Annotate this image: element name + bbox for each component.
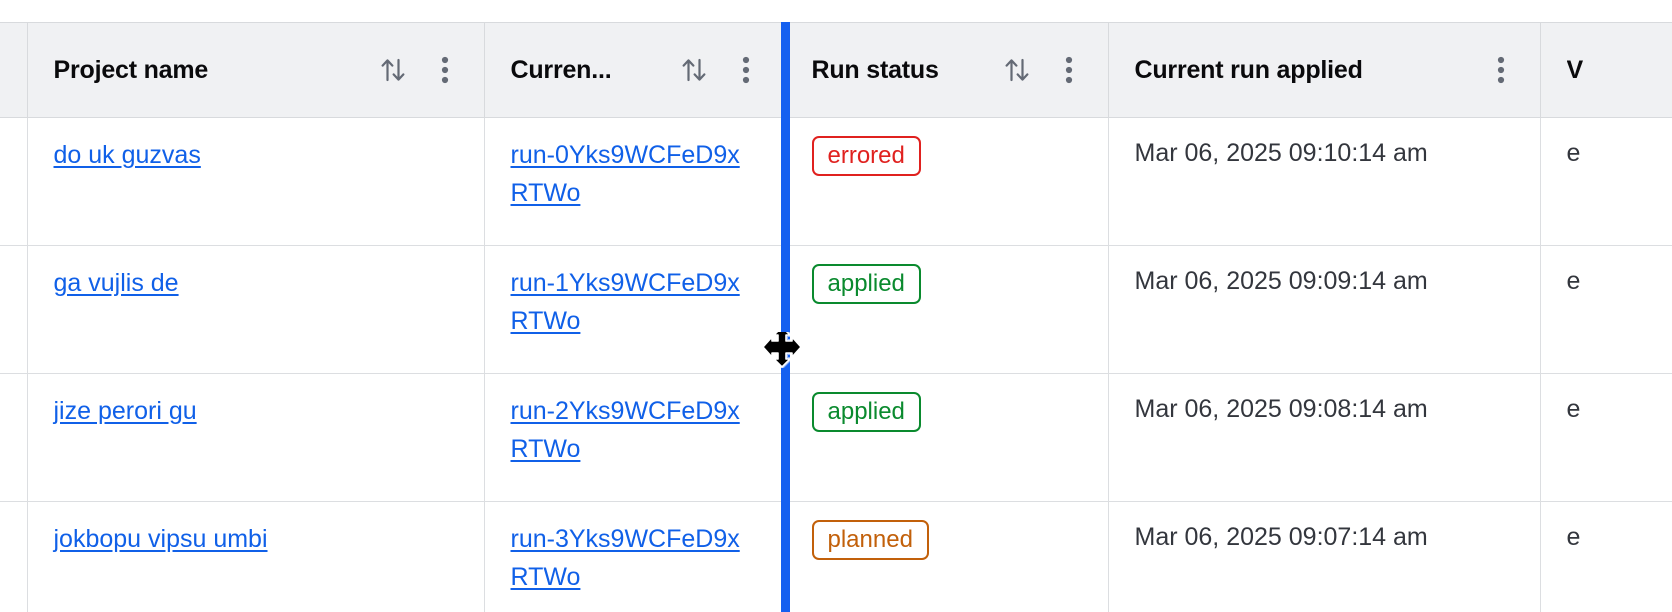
table-row[interactable]: jokbopu vipsu umbi run-3Yks9WCFeD9xRTWo … xyxy=(0,501,1672,612)
project-name-link[interactable]: ga vujlis de xyxy=(53,269,179,297)
vcs-text: e xyxy=(1566,395,1581,423)
current-run-link[interactable]: run-0Yks9WCFeD9xRTWo xyxy=(510,141,740,207)
cell-current-run-applied: Mar 06, 2025 09:08:14 am xyxy=(1108,373,1541,502)
current-run-applied-text: Mar 06, 2025 09:07:14 am xyxy=(1134,523,1428,551)
cell-vcs: e xyxy=(1540,245,1672,374)
cell-vcs: e xyxy=(1540,501,1672,612)
cell-vcs: e xyxy=(1540,373,1672,502)
project-name-link[interactable]: jize perori gu xyxy=(53,397,197,425)
column-header-vcs[interactable]: V xyxy=(1540,22,1672,118)
cell-current-run-applied: Mar 06, 2025 09:10:14 am xyxy=(1108,117,1541,246)
cell-project-name: do uk guzvas xyxy=(27,117,485,246)
current-run-link[interactable]: run-3Yks9WCFeD9xRTWo xyxy=(510,525,740,591)
header-row: Project name xyxy=(0,22,1672,118)
sort-icon[interactable] xyxy=(677,50,711,90)
vcs-text: e xyxy=(1566,139,1581,167)
current-run-applied-text: Mar 06, 2025 09:08:14 am xyxy=(1134,395,1428,423)
column-menu-icon[interactable] xyxy=(1484,50,1518,90)
table-row[interactable]: jize perori gu run-2Yks9WCFeD9xRTWo appl… xyxy=(0,373,1672,502)
column-header-label-current-run: Curren... xyxy=(510,55,612,84)
cell-current-run: run-1Yks9WCFeD9xRTWo xyxy=(484,245,786,374)
projects-table: Project name xyxy=(0,22,1672,612)
cell-current-run: run-3Yks9WCFeD9xRTWo xyxy=(484,501,786,612)
status-badge: applied xyxy=(811,264,921,304)
table-header: Project name xyxy=(0,22,1672,118)
current-run-link[interactable]: run-2Yks9WCFeD9xRTWo xyxy=(510,397,740,463)
row-select-cell[interactable] xyxy=(0,117,28,246)
cell-current-run: run-0Yks9WCFeD9xRTWo xyxy=(484,117,786,246)
cell-run-status: applied xyxy=(785,245,1109,374)
current-run-link[interactable]: run-1Yks9WCFeD9xRTWo xyxy=(510,269,740,335)
row-select-cell[interactable] xyxy=(0,373,28,502)
table-body: do uk guzvas run-0Yks9WCFeD9xRTWo errore… xyxy=(0,117,1672,612)
table-scroll-region[interactable]: Project name xyxy=(0,22,1672,612)
project-name-link[interactable]: jokbopu vipsu umbi xyxy=(53,525,268,553)
sort-icon[interactable] xyxy=(376,50,410,90)
column-header-current-run-applied[interactable]: Current run applied xyxy=(1108,22,1541,118)
cell-current-run-applied: Mar 06, 2025 09:07:14 am xyxy=(1108,501,1541,612)
cell-project-name: ga vujlis de xyxy=(27,245,485,374)
row-select-cell[interactable] xyxy=(0,245,28,374)
cell-current-run-applied: Mar 06, 2025 09:09:14 am xyxy=(1108,245,1541,374)
cell-run-status: applied xyxy=(785,373,1109,502)
column-menu-icon[interactable] xyxy=(1052,50,1086,90)
table-row[interactable]: ga vujlis de run-1Yks9WCFeD9xRTWo applie… xyxy=(0,245,1672,374)
cell-vcs: e xyxy=(1540,117,1672,246)
project-name-link[interactable]: do uk guzvas xyxy=(53,141,201,169)
vcs-text: e xyxy=(1566,267,1581,295)
column-menu-icon[interactable] xyxy=(729,50,763,90)
column-header-project-name[interactable]: Project name xyxy=(27,22,485,118)
column-menu-icon[interactable] xyxy=(428,50,462,90)
column-header-label-vcs: V xyxy=(1566,55,1583,84)
column-header-current-run[interactable]: Curren... xyxy=(484,22,786,118)
column-header-run-status[interactable]: Run status xyxy=(785,22,1109,118)
row-select-cell[interactable] xyxy=(0,501,28,612)
status-badge: applied xyxy=(811,392,921,432)
cell-project-name: jize perori gu xyxy=(27,373,485,502)
cell-run-status: errored xyxy=(785,117,1109,246)
column-header-label-current-run-applied: Current run applied xyxy=(1134,55,1363,84)
status-badge: errored xyxy=(811,136,921,176)
vcs-text: e xyxy=(1566,523,1581,551)
cell-current-run: run-2Yks9WCFeD9xRTWo xyxy=(484,373,786,502)
sort-icon[interactable] xyxy=(1000,50,1034,90)
current-run-applied-text: Mar 06, 2025 09:10:14 am xyxy=(1134,139,1428,167)
current-run-applied-text: Mar 06, 2025 09:09:14 am xyxy=(1134,267,1428,295)
cell-project-name: jokbopu vipsu umbi xyxy=(27,501,485,612)
cell-run-status: planned xyxy=(785,501,1109,612)
table-row[interactable]: do uk guzvas run-0Yks9WCFeD9xRTWo errore… xyxy=(0,117,1672,246)
column-header-select xyxy=(0,22,28,118)
column-header-label-project-name: Project name xyxy=(53,55,209,84)
status-badge: planned xyxy=(811,520,929,560)
column-header-label-run-status: Run status xyxy=(811,55,939,84)
